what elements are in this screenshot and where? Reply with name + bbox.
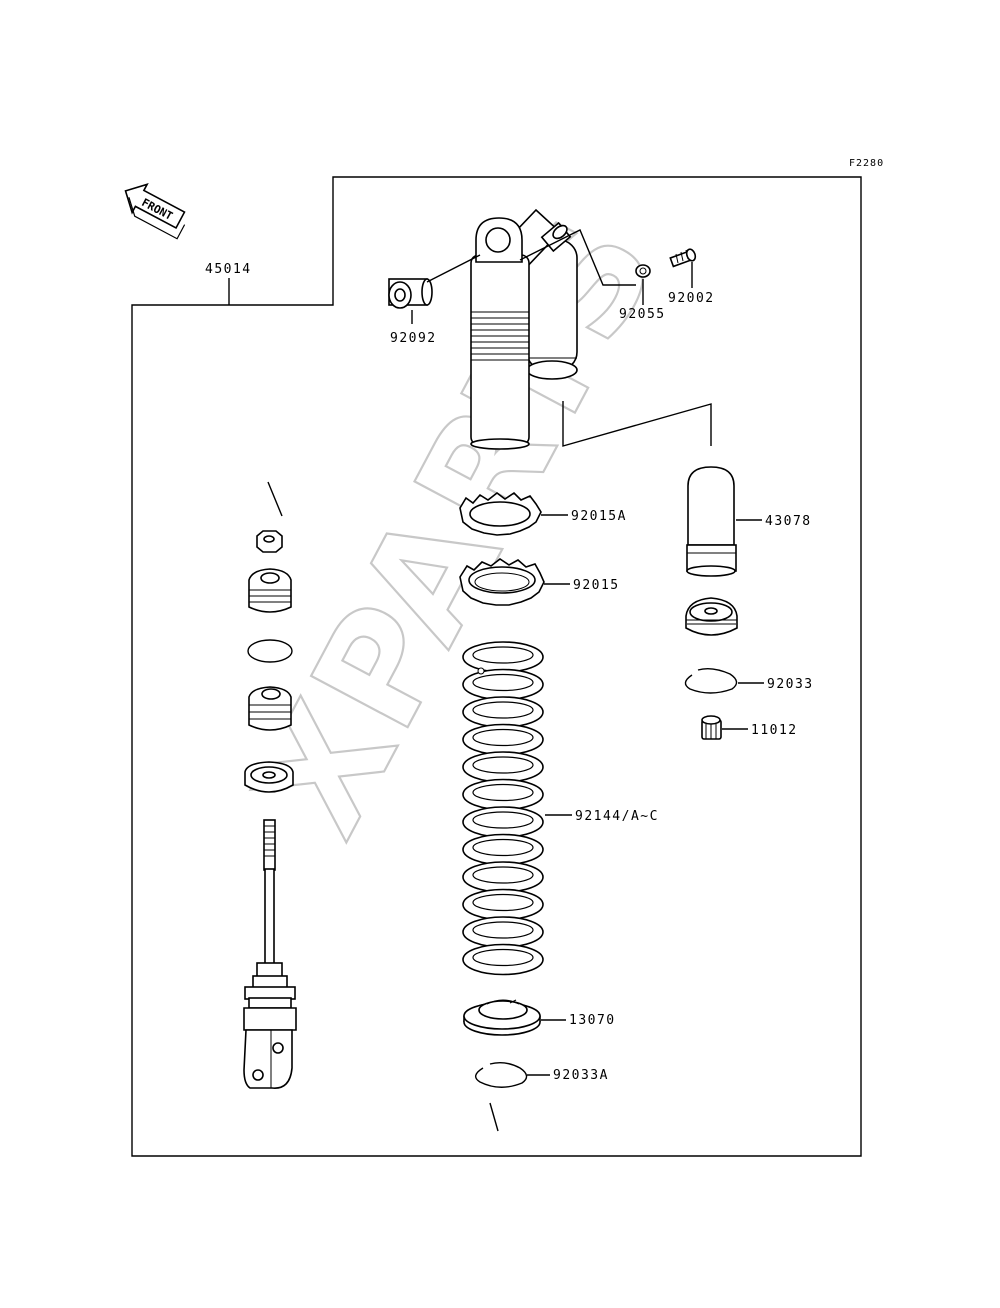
label-13070: 13070: [569, 1013, 616, 1028]
spring-coil-inner: [472, 811, 534, 829]
spring-coil-inner: [472, 783, 534, 802]
spring-coil-inner: [472, 646, 534, 664]
piston-ring: [247, 639, 293, 663]
spring-coil-inner: [472, 673, 534, 692]
label-92033a: 92033A: [553, 1068, 609, 1083]
label-92002: 92002: [668, 291, 715, 306]
figure-code: F2280: [849, 158, 884, 169]
spring-coil-inner: [472, 838, 534, 857]
circlip-92033: [684, 667, 738, 694]
spring-coil-inner: [472, 921, 534, 939]
front-arrow-icon: FRONT: [124, 182, 186, 240]
assembly-outline: [131, 176, 862, 1157]
reservoir-cap-43078: [686, 466, 737, 577]
lock-nut: [256, 530, 283, 553]
label-92033: 92033: [767, 677, 814, 692]
spring-end: [477, 667, 485, 675]
label-11012: 11012: [751, 723, 798, 738]
spring-guide-13070: [463, 999, 541, 1036]
reservoir-end-cap: [685, 597, 738, 636]
spring-coil-inner: [472, 728, 534, 747]
watermark-text: XPARTS: [223, 188, 692, 862]
spring-coil-inner: [472, 948, 534, 967]
shock-body: [470, 208, 578, 450]
piston-lower: [248, 686, 292, 731]
xparts-watermark: XPARTS: [222, 187, 693, 863]
label-92055: 92055: [619, 307, 666, 322]
piston-upper: [248, 568, 292, 613]
label-45014: 45014: [205, 262, 252, 277]
bushing-92092: [388, 278, 433, 309]
circlip-92033a: [475, 1061, 528, 1088]
spring-coil-inner: [472, 701, 534, 719]
label-92144: 92144/A~C: [575, 809, 659, 824]
spring-coil-inner: [472, 893, 534, 912]
o-ring-92055: [635, 264, 651, 278]
valve-92002: [669, 248, 697, 268]
label-43078: 43078: [765, 514, 812, 529]
spring-coil-inner: [472, 756, 534, 774]
cap-11012: [701, 715, 722, 740]
label-92015: 92015: [573, 578, 620, 593]
spring-nut-92015a: [459, 491, 542, 536]
spring-nut-92015: [459, 558, 545, 606]
rod-guide-seat: [244, 761, 294, 793]
label-92092: 92092: [390, 331, 437, 346]
damper-rod: [243, 819, 297, 1089]
coil-spring-92144: [462, 641, 544, 976]
label-92015a: 92015A: [571, 509, 627, 524]
spring-coil-inner: [472, 866, 534, 884]
